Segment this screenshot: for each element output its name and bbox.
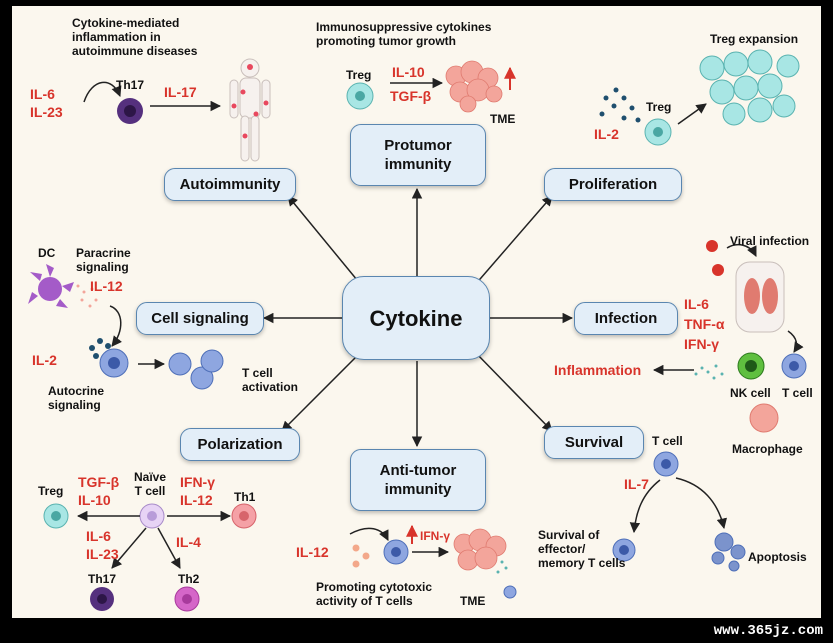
ifng-label-2: IFN-γ bbox=[180, 474, 215, 490]
dendritic-cell-icon bbox=[28, 264, 74, 308]
radial-arrows bbox=[262, 187, 574, 448]
tcell-label: T cell bbox=[782, 386, 813, 400]
survival-memory-label: Survival of effector/ memory T cells bbox=[538, 528, 626, 570]
tme-label-2: TME bbox=[460, 594, 486, 608]
survival-box: Survival bbox=[544, 426, 644, 459]
tumor-cluster-icon bbox=[445, 60, 503, 113]
autocrine-label: Autocrine signaling bbox=[48, 384, 105, 412]
survival-art bbox=[612, 451, 746, 572]
th1-label: Th1 bbox=[234, 490, 256, 504]
autoimmunity-caption: Cytokine-mediated inflammation in autoim… bbox=[72, 16, 198, 58]
paracrine-label: Paracrine signaling bbox=[76, 246, 131, 274]
viral-infection-label: Viral infection bbox=[730, 234, 810, 248]
cytokine-center-box: Cytokine bbox=[342, 276, 490, 360]
tcell-label-2: T cell bbox=[652, 434, 683, 448]
th17-label-2: Th17 bbox=[88, 572, 117, 586]
protumor-art bbox=[346, 60, 516, 113]
tumor-cluster-icon-2 bbox=[453, 528, 507, 571]
tnfa-label: TNF-α bbox=[684, 316, 725, 332]
antitumor-art bbox=[349, 524, 517, 599]
il23-label: IL-23 bbox=[30, 104, 63, 120]
autoimmunity-art bbox=[83, 58, 271, 162]
inflammation-label: Inflammation bbox=[554, 362, 642, 378]
apoptosis-label: Apoptosis bbox=[748, 550, 807, 564]
il10-label: IL-10 bbox=[392, 64, 425, 80]
il6-label: IL-6 bbox=[30, 86, 55, 102]
il2-label: IL-2 bbox=[594, 126, 619, 142]
cell-signaling-art bbox=[28, 264, 224, 390]
cell-signaling-box: Cell signaling bbox=[136, 302, 264, 335]
treg-label: Treg bbox=[346, 68, 372, 82]
tgfb-label-2: TGF-β bbox=[78, 474, 120, 490]
diagram-panel: Cytokine Protumor immunity Autoimmunity … bbox=[12, 6, 821, 618]
il6-label-3: IL-6 bbox=[86, 528, 111, 544]
il17-label: IL-17 bbox=[164, 84, 197, 100]
treg-label-2: Treg bbox=[646, 100, 672, 114]
infection-art bbox=[652, 240, 807, 433]
diagram-graphics bbox=[28, 49, 807, 612]
human-body-icon bbox=[229, 58, 271, 162]
polarization-box: Polarization bbox=[180, 428, 300, 461]
protumor-immunity-box: Protumor immunity bbox=[350, 124, 486, 186]
macrophage-label: Macrophage bbox=[732, 442, 803, 456]
cytotoxic-caption: Promoting cytotoxic activity of T cells bbox=[316, 580, 433, 608]
naive-tcell-label: Naïve T cell bbox=[134, 470, 167, 498]
il2-dots-icon bbox=[599, 87, 641, 123]
antitumor-immunity-box: Anti-tumor immunity bbox=[350, 449, 486, 511]
il12-label-2: IL-12 bbox=[180, 492, 213, 508]
dc-label: DC bbox=[38, 246, 56, 260]
il12-label: IL-12 bbox=[90, 278, 123, 294]
treg-expansion-caption: Treg expansion bbox=[710, 32, 799, 46]
protumor-caption: Immunosuppressive cytokines promoting tu… bbox=[316, 20, 492, 48]
nk-cell-label: NK cell bbox=[730, 386, 771, 400]
treg-label-3: Treg bbox=[38, 484, 64, 498]
il23-label-2: IL-23 bbox=[86, 546, 119, 562]
activated-tcells-icon bbox=[168, 349, 224, 390]
ifng-label-3: IFN-γ bbox=[420, 529, 450, 543]
polarization-art bbox=[43, 503, 257, 612]
proliferation-art bbox=[599, 49, 800, 146]
il6-label-2: IL-6 bbox=[684, 296, 709, 312]
il7-label: IL-7 bbox=[624, 476, 649, 492]
macrophage-icon bbox=[749, 403, 779, 433]
proliferation-box: Proliferation bbox=[544, 168, 682, 201]
apoptosis-icon bbox=[711, 532, 746, 572]
watermark: www.365jz.com bbox=[713, 623, 823, 639]
th2-label: Th2 bbox=[178, 572, 200, 586]
il12-label-3: IL-12 bbox=[296, 544, 329, 560]
infection-box: Infection bbox=[574, 302, 678, 335]
autoimmunity-box: Autoimmunity bbox=[164, 168, 296, 201]
tme-label: TME bbox=[490, 112, 516, 126]
th17-label: Th17 bbox=[116, 78, 145, 92]
il2-label-2: IL-2 bbox=[32, 352, 57, 368]
tgfb-label: TGF-β bbox=[390, 88, 432, 104]
virus-icon bbox=[706, 240, 724, 276]
tcell-activation-label: T cell activation bbox=[242, 366, 299, 394]
treg-expansion-icon bbox=[699, 49, 800, 126]
ifng-label: IFN-γ bbox=[684, 336, 719, 352]
il4-label: IL-4 bbox=[176, 534, 201, 550]
il10-label-2: IL-10 bbox=[78, 492, 111, 508]
